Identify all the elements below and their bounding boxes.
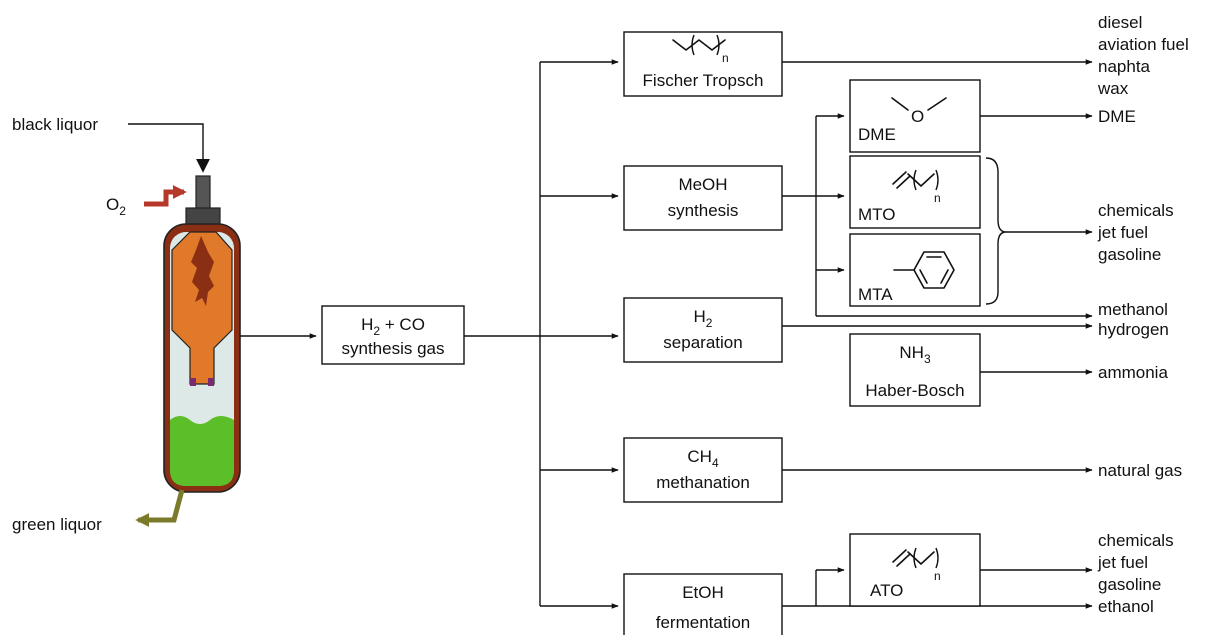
h2-line1: H2 (694, 307, 713, 330)
toluene-ring-icon (893, 251, 955, 289)
haber-bosch-box (849, 333, 981, 407)
ato-output-chemicals: chemicals (1098, 531, 1174, 550)
etoh-line1: EtOH (682, 583, 724, 602)
h2-line2: separation (663, 333, 742, 352)
green-liquor-label: green liquor (12, 515, 102, 534)
gasifier-reactor-icon (163, 175, 241, 493)
etoh-fermentation-box (623, 573, 783, 635)
mto-chain-index: n (934, 191, 941, 205)
haber-bosch-line2: Haber-Bosch (865, 381, 964, 400)
mto-mta-bracket (985, 157, 1007, 305)
dme-oxygen-atom: O (911, 107, 924, 126)
ato-output-jet-fuel: jet fuel (1097, 553, 1148, 572)
mto-mta-output-gasoline: gasoline (1098, 245, 1161, 264)
meoh-synthesis-box (623, 165, 783, 231)
fischer-tropsch-chain-index: n (722, 51, 729, 65)
ft-output-naphta: naphta (1098, 57, 1151, 76)
oxygen-label: O2 (106, 195, 126, 218)
methanation-box (623, 437, 783, 503)
ft-output-diesel: diesel (1098, 13, 1142, 32)
meoh-line2: synthesis (668, 201, 739, 220)
natural-gas-output: natural gas (1098, 461, 1182, 480)
ato-olefin-chain-icon (892, 547, 939, 569)
syngas-line2: synthesis gas (342, 339, 445, 358)
mta-box (849, 233, 981, 307)
mto-box (849, 155, 981, 229)
mto-mta-output-jet-fuel: jet fuel (1097, 223, 1148, 242)
dimethyl-ether-icon (891, 97, 909, 111)
h2-separation-box (623, 297, 783, 363)
syngas-line1: H2 + CO (361, 315, 425, 338)
ato-output-gasoline: gasoline (1098, 575, 1161, 594)
ato-box (849, 533, 981, 607)
methanation-line2: methanation (656, 473, 750, 492)
ft-output-aviation-fuel: aviation fuel (1098, 35, 1189, 54)
green-liquor-arrow (135, 489, 185, 527)
mto-label: MTO (858, 205, 895, 224)
haber-bosch-line1: NH3 (899, 343, 931, 366)
black-liquor-label: black liquor (12, 115, 98, 134)
dme-label: DME (858, 125, 896, 144)
black-liquor-arrow (128, 123, 210, 173)
olefin-chain-icon (892, 169, 939, 191)
oxygen-arrow (144, 185, 187, 207)
alkane-chain-icon (672, 34, 726, 56)
ato-label: ATO (870, 581, 903, 600)
fischer-tropsch-label: Fischer Tropsch (643, 71, 764, 90)
mta-label: MTA (858, 285, 893, 304)
ato-chain-index: n (934, 569, 941, 583)
hydrogen-output: hydrogen (1098, 320, 1169, 339)
syngas-box (321, 305, 465, 365)
mto-mta-output-chemicals: chemicals (1098, 201, 1174, 220)
dme-output: DME (1098, 107, 1136, 126)
methanation-line1: CH4 (687, 447, 719, 470)
meoh-line1: MeOH (678, 175, 727, 194)
ft-output-wax: wax (1097, 79, 1129, 98)
etoh-line2: fermentation (656, 613, 751, 632)
ammonia-output: ammonia (1098, 363, 1168, 382)
ethanol-output: ethanol (1098, 597, 1154, 616)
methanol-output: methanol (1098, 300, 1168, 319)
